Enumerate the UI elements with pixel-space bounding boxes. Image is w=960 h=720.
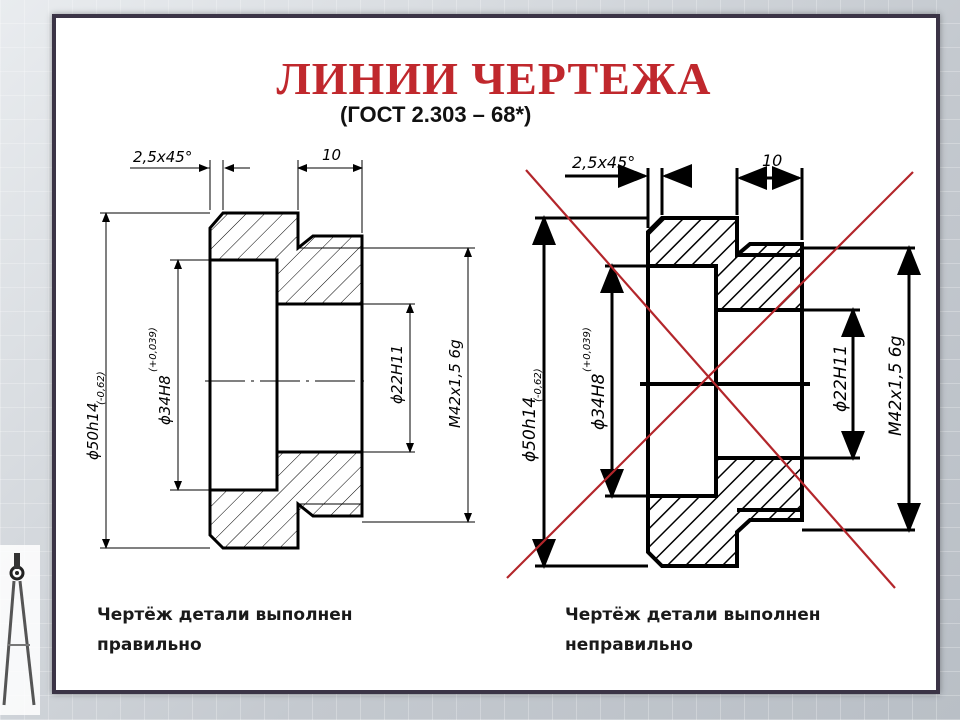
right-length-label: 10 <box>762 151 782 170</box>
left-thread-dim: M42x1,5 6g <box>446 339 464 428</box>
left-bore-dim: ϕ34H8 <box>156 375 174 425</box>
right-hole-dim: ϕ22H11 <box>831 345 851 412</box>
left-outer-dim: ϕ50h14 <box>84 402 102 460</box>
left-caption-line2: правильно <box>97 635 202 655</box>
left-caption: Чертёж детали выполнен правильно <box>97 600 397 660</box>
right-part-drawing: 2,5x45° 10 ϕ50h14 (-0,62) ϕ34H8 (+0,039)… <box>520 151 921 569</box>
drafting-compass-icon <box>0 545 40 715</box>
right-bore-dim: ϕ34H8 <box>589 373 609 430</box>
left-hole-dim: ϕ22H11 <box>388 345 406 404</box>
left-caption-line1: Чертёж детали выполнен <box>97 605 353 625</box>
left-part-drawing: 2,5x45° 10 ϕ50h14 (-0,62) ϕ34H8 (+0,039)… <box>84 146 475 550</box>
right-caption-line2: неправильно <box>565 635 693 655</box>
left-bore-tol: (+0,039) <box>148 327 159 372</box>
left-length-label: 10 <box>322 146 341 164</box>
slide-frame <box>52 14 940 694</box>
right-thread-dim: M42x1,5 6g <box>886 335 906 436</box>
left-outer-tol: (-0,62) <box>96 371 107 405</box>
right-bore-tol: (+0,039) <box>582 327 593 372</box>
right-caption-line1: Чертёж детали выполнен <box>565 605 821 625</box>
incorrect-cross-mark <box>506 169 914 589</box>
right-outer-tol: (-0,62) <box>533 368 544 402</box>
slide-title: ЛИНИИ ЧЕРТЕЖА <box>276 53 712 104</box>
slide-subtitle: (ГОСТ 2.303 – 68*) <box>340 102 532 127</box>
right-chamfer-label: 2,5x45° <box>572 153 635 172</box>
right-outer-dim: ϕ50h14 <box>520 397 540 462</box>
right-caption: Чертёж детали выполнен неправильно <box>565 600 865 660</box>
left-chamfer-label: 2,5x45° <box>133 148 192 166</box>
